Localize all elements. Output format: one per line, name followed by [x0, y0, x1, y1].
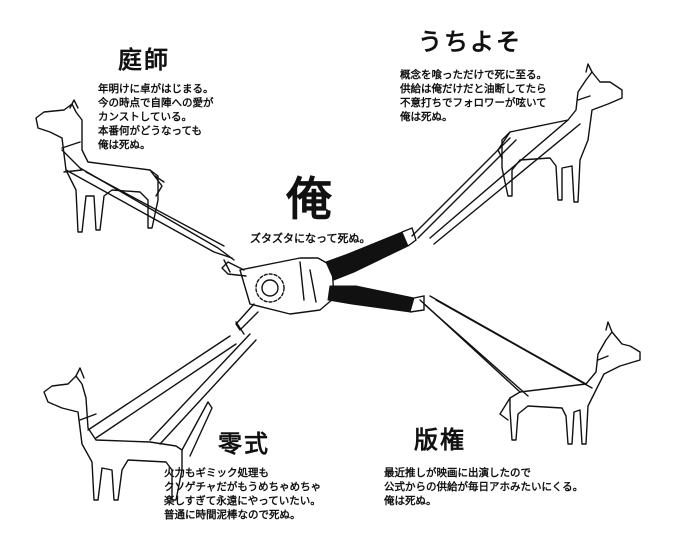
reins-top-left — [65, 167, 235, 261]
center-title: 俺 — [286, 172, 332, 226]
bottom-left-line: 普通に時間泥棒なので死ぬ。 — [164, 509, 301, 521]
center-legs — [325, 231, 415, 313]
bottom-right-line: 最近推しが映画に出演したので — [384, 467, 531, 479]
bottom-right-line: 公式からの供給が毎日アホみたいにくる。 — [384, 481, 584, 493]
top-left-text: 年明けに卓がはじまる。 今の時点で自陣への愛が カンストしている。 本番何がどう… — [98, 82, 214, 152]
top-left-line: 本番何がどうなっても — [98, 125, 202, 137]
top-right-text: 概念を喰っただけで死に至る。 供給は俺だけだと油断してたら 不意打ちでフォロワー… — [400, 68, 547, 124]
top-right-title: うちよそ — [418, 27, 522, 56]
bottom-left-line: クソゲチャだがもうめちゃめちゃ — [164, 481, 322, 493]
top-right-line: 概念を喰っただけで死に至る。 — [400, 69, 547, 81]
reins-bottom-left — [87, 333, 257, 445]
bottom-right-line: 俺は死ぬ。 — [384, 495, 437, 507]
bottom-left-title: 零式 — [218, 429, 270, 458]
bottom-left-text: 火力もギミック処理も クソゲチャだがもうめちゃめちゃ 楽しすぎて永遠にやっていた… — [164, 466, 321, 522]
bottom-left-line: 火力もギミック処理も — [164, 467, 269, 479]
top-left-line: 今の時点で自陣への愛が — [98, 97, 214, 109]
top-right-line: 俺は死ぬ。 — [400, 111, 453, 123]
bottom-left-line: 楽しすぎて永遠にやっていたい。 — [164, 495, 321, 507]
top-right-line: 供給は俺だけだと油断してたら — [400, 83, 547, 95]
center-caption: ズタズタになって死ぬ。 — [250, 232, 371, 245]
top-right-line: 不意打ちでフォロワーが呟いて — [400, 97, 547, 109]
top-left-line: 俺は死ぬ。 — [98, 139, 151, 151]
center-figure — [221, 257, 335, 335]
top-left-line: カンストしている。 — [98, 111, 192, 123]
bottom-right-text: 最近推しが映画に出演したので 公式からの供給が毎日アホみたいにくる。 俺は死ぬ。 — [384, 466, 583, 508]
top-left-title: 庭師 — [118, 45, 170, 74]
horse-bottom-left — [43, 367, 213, 501]
top-left-line: 年明けに卓がはじまる。 — [98, 83, 214, 95]
horse-top-left — [35, 99, 165, 233]
horse-bottom-right — [499, 321, 641, 445]
reins-bottom-right — [419, 295, 593, 397]
reins-top-right — [411, 119, 581, 245]
bottom-right-title: 版権 — [414, 425, 466, 454]
